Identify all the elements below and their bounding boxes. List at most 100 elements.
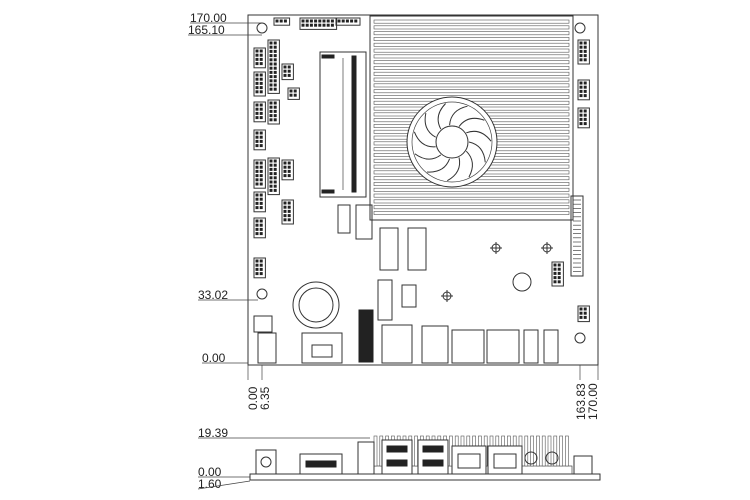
mounting-holes [256, 22, 586, 344]
header-r3-pin [583, 117, 587, 121]
heatsink-fin [373, 54, 570, 59]
header-l3-pin [259, 107, 263, 111]
header-l3-pin [259, 103, 263, 107]
dc-jack-body [257, 332, 277, 364]
header-l9-pin [273, 66, 277, 70]
header-l11-pin [269, 172, 273, 176]
header-l11-pin [269, 184, 273, 188]
header-l7-pin [259, 232, 263, 236]
header-r1-pin [583, 45, 587, 49]
fan-blade [437, 103, 446, 130]
heatsink-fin [373, 187, 570, 192]
header-r4-pin [553, 280, 557, 284]
header-l3 [253, 101, 266, 123]
side-fin [541, 435, 546, 467]
side-hdmi-port [305, 460, 337, 468]
header-l8-pin [259, 263, 263, 267]
header-l11-pin [273, 167, 277, 171]
header-l13-pin [283, 169, 287, 173]
header-l1-pin [259, 62, 263, 66]
header-l14-pin [283, 209, 287, 213]
header-t3-pin [337, 19, 341, 23]
header-l11-body [267, 157, 280, 196]
header-l3-pin [255, 116, 259, 120]
side-lan-1 [451, 445, 487, 475]
header-l5-pin [255, 182, 259, 186]
header-l12-pin [283, 65, 287, 69]
side-usb-stack-2 [417, 439, 449, 475]
header-l9-pin [269, 87, 273, 91]
dc-jack-top [253, 315, 273, 333]
header-t3-pin [345, 19, 349, 23]
fan-hub [435, 125, 469, 159]
header-l7-pin [259, 227, 263, 231]
header-l5-pin [259, 174, 263, 178]
header-l6-pin [259, 201, 263, 205]
header-l11-pin [273, 159, 277, 163]
dim-170-top: 170.00 [190, 11, 227, 25]
header-t2-pin [309, 19, 313, 23]
header-l6-body [253, 191, 266, 213]
mount-hole-mid-left [256, 288, 268, 300]
side-fin [524, 435, 529, 467]
header-l4-pin [255, 144, 259, 148]
header-l1-pin [255, 57, 259, 61]
m2-slot-2 [407, 227, 427, 271]
header-t2-pin [314, 19, 318, 23]
header-t2-pin [318, 19, 322, 23]
header-l5-pin [259, 165, 263, 169]
header-l1-body [253, 47, 266, 69]
header-l7-pin [255, 223, 259, 227]
heatsink-fin [373, 95, 570, 99]
header-l2-pin [259, 86, 263, 90]
audio-1-top [523, 329, 539, 364]
header-l14-pin [283, 218, 287, 222]
header-r3 [577, 107, 590, 129]
header-l14-pin [283, 205, 287, 209]
header-t2-pin [318, 23, 322, 27]
side-usb-2b [422, 459, 444, 467]
board-top-view [247, 14, 599, 366]
header-l12-body [281, 63, 294, 81]
header-l12-pin [283, 69, 287, 73]
sata-connector [401, 284, 417, 308]
header-l6 [253, 191, 266, 213]
header-r2-pin [579, 94, 583, 98]
dim-33-02: 33.02 [198, 288, 228, 302]
header-l7-body [253, 217, 266, 239]
header-l10-pin [269, 101, 273, 105]
header-l8-pin [255, 263, 259, 267]
header-l9-pin [269, 41, 273, 45]
header-r5-pin [583, 307, 587, 311]
header-r2-pin [579, 89, 583, 93]
header-r4 [551, 261, 564, 287]
header-r5-pin [579, 315, 583, 319]
dim-165-10: 165.10 [188, 23, 225, 37]
header-l4-body [253, 129, 266, 151]
usbc-top [358, 309, 374, 363]
side-lan-2-port [493, 453, 517, 469]
header-l13-pin [283, 161, 287, 165]
header-l8-body [253, 257, 266, 279]
hdmi-inner [311, 344, 333, 358]
header-l6-pin [259, 193, 263, 197]
header-r1-pin [579, 54, 583, 58]
header-l9 [267, 39, 280, 94]
header-l14-pin [287, 209, 291, 213]
header-r2-pin [583, 81, 587, 85]
header-r3-pin [579, 122, 583, 126]
header-l2-pin [255, 77, 259, 81]
header-r1-pin [579, 58, 583, 62]
header-r2-pin [579, 81, 583, 85]
side-audio-1 [524, 451, 538, 465]
header-r3-pin [579, 109, 583, 113]
header-r4-pin [553, 276, 557, 280]
header-l9-pin [273, 87, 277, 91]
header-l13-pin [287, 174, 291, 178]
header-l9-pin [269, 75, 273, 79]
header-l3-pin [259, 111, 263, 115]
cmos-battery [292, 281, 340, 329]
usb-stack-2-top [421, 325, 449, 364]
header-r1-pin [579, 49, 583, 53]
